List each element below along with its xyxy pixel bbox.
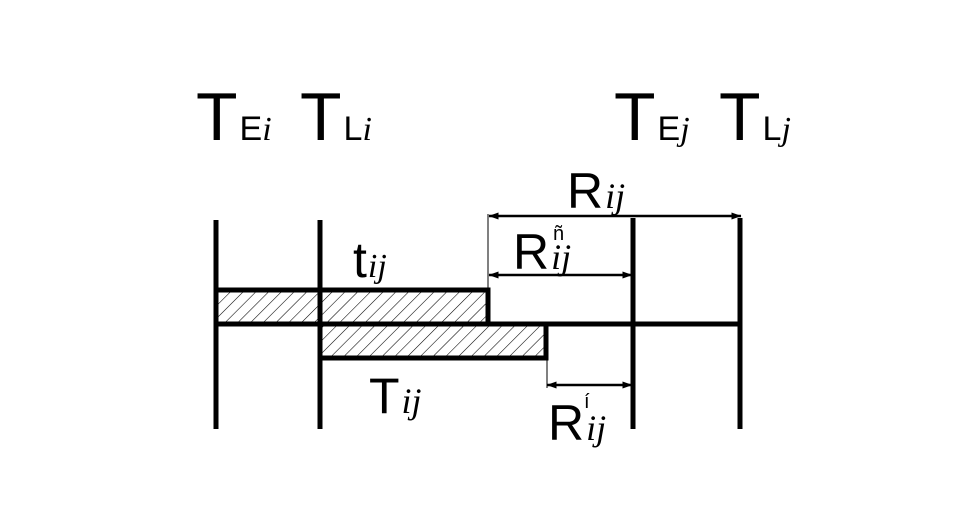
early-bar	[213, 287, 491, 327]
label-r-ij-c: Rij	[513, 224, 571, 280]
label-r-ij-n-sup: í	[584, 391, 590, 413]
label-t-small-ij: tij	[353, 232, 387, 288]
label-t-e-i: TEi	[196, 79, 272, 155]
label-r-ij-n: Rij	[548, 395, 606, 451]
label-r-ij-c-sup: ñ	[553, 223, 564, 245]
label-t-l-i: TLi	[300, 79, 372, 155]
label-r-ij: Rij	[567, 163, 625, 219]
late-bar	[317, 321, 549, 361]
label-t-l-j: TLj	[719, 79, 791, 155]
label-t-big-ij: Tij	[369, 368, 422, 424]
label-t-e-j: TEj	[614, 79, 690, 155]
